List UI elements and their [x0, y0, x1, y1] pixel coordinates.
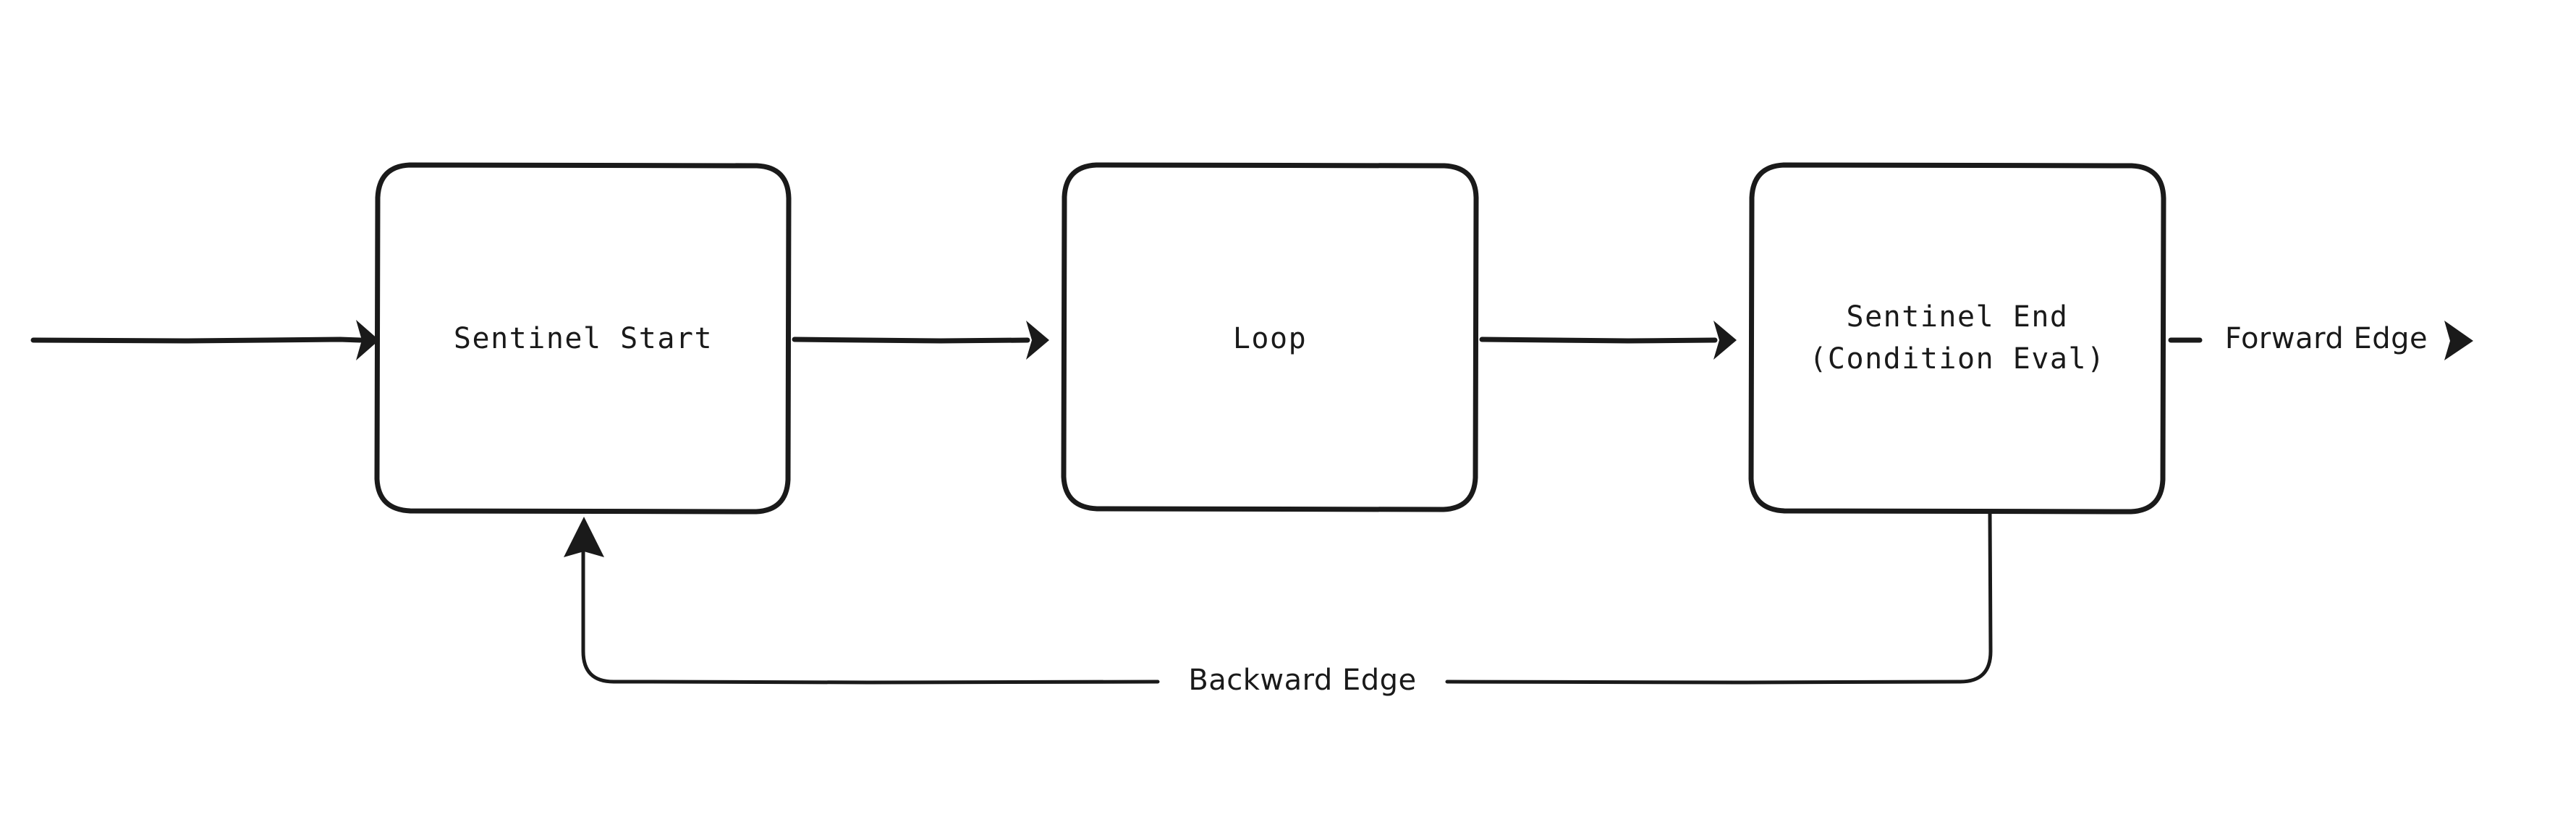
node-sentinel-end-label-line2: (Condition Eval)	[1809, 342, 2105, 376]
node-sentinel-end[interactable]: Sentinel End (Condition Eval)	[1748, 162, 2166, 515]
entry-edge-arrowhead	[356, 320, 379, 360]
start-to-loop-line	[792, 337, 1030, 344]
edge-loop-to-end	[1479, 321, 1737, 360]
edge-backward: Backward Edge	[564, 510, 1993, 697]
loop-to-end-arrowhead	[1713, 321, 1737, 360]
forward-edge-label: Forward Edge	[2225, 322, 2428, 355]
backward-edge-arrowhead	[564, 517, 604, 557]
loop-to-end-line	[1479, 337, 1718, 344]
forward-edge-arrowhead	[2444, 321, 2473, 360]
node-sentinel-end-label-line1: Sentinel End	[1847, 300, 2069, 334]
node-sentinel-start-shape[interactable]	[374, 162, 792, 515]
node-loop-label: Loop	[1233, 322, 1307, 355]
edge-entry-arrow	[30, 320, 379, 360]
edge-forward: Forward Edge	[2168, 321, 2473, 360]
backward-edge-left-vertical	[581, 548, 653, 684]
edge-start-to-loop	[792, 321, 1049, 360]
backward-edge-right-vertical	[1958, 510, 1993, 684]
node-loop-shape[interactable]	[1061, 162, 1479, 512]
entry-edge-line	[30, 337, 363, 344]
backward-edge-label: Backward Edge	[1188, 664, 1416, 697]
node-loop[interactable]: Loop	[1061, 162, 1479, 512]
node-sentinel-start[interactable]: Sentinel Start	[374, 162, 792, 515]
node-sentinel-start-label: Sentinel Start	[454, 322, 713, 355]
node-sentinel-end-shape[interactable]	[1748, 162, 2166, 515]
start-to-loop-arrowhead	[1026, 321, 1049, 360]
